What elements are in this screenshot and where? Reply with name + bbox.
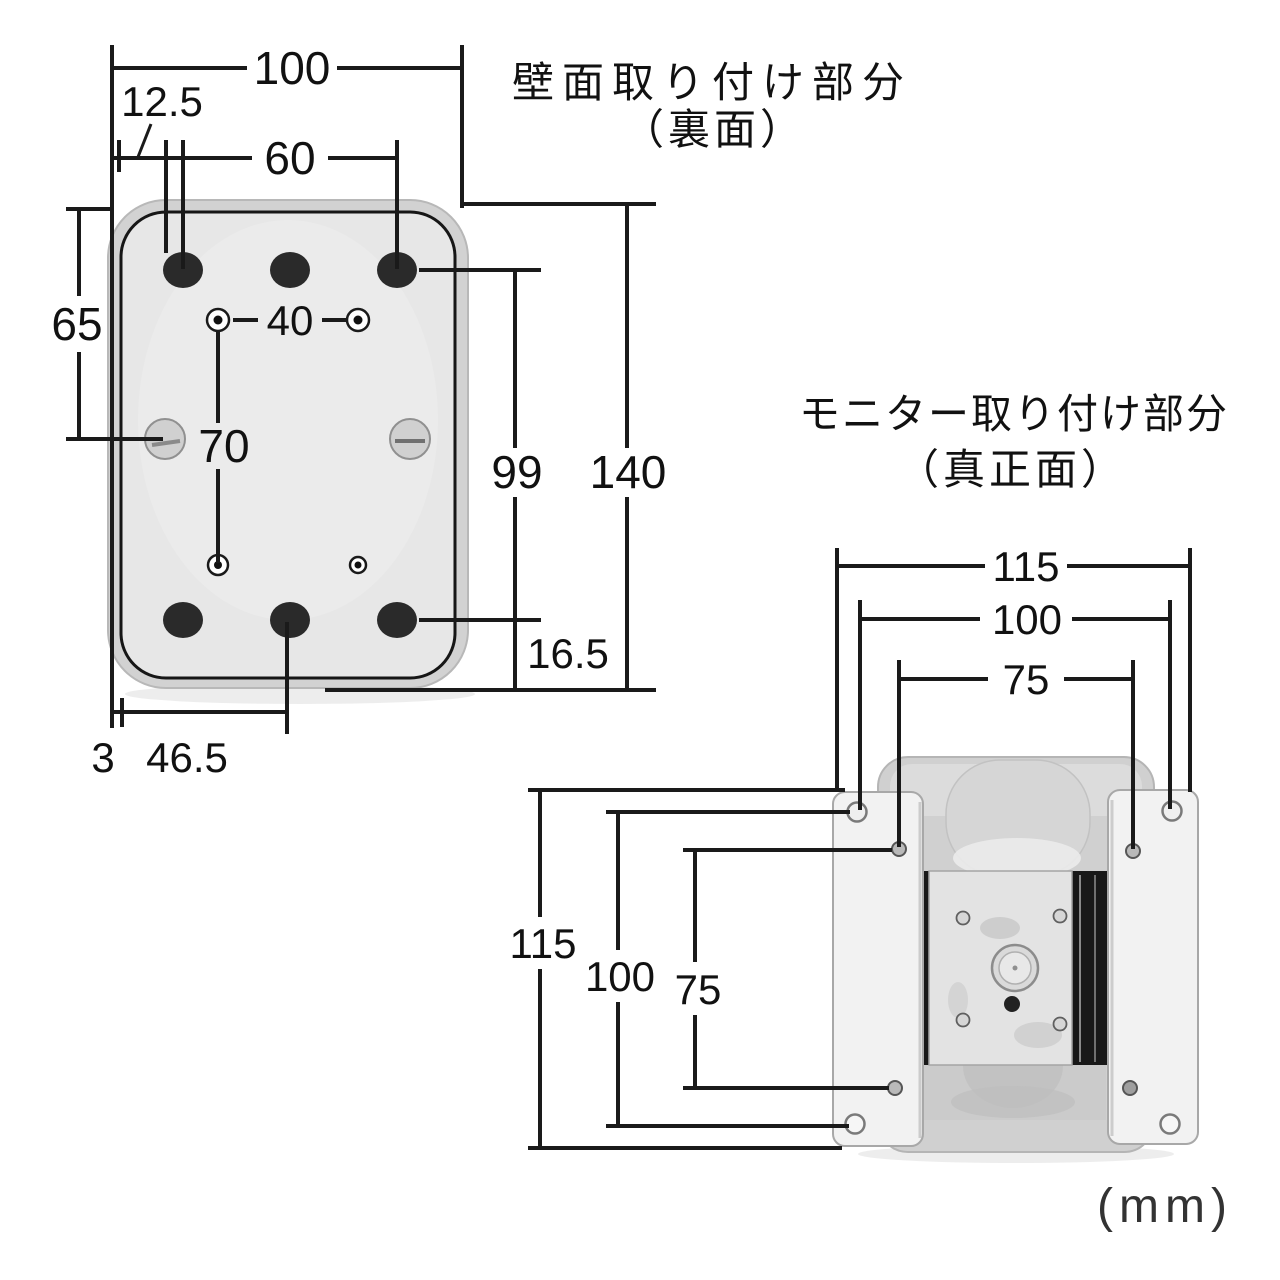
wall-plate-view: 壁面取り付け部分 （裏面） 100 12.5 60 65 40 70 99 14…: [51, 42, 912, 781]
vesa75-hole-bottom-right: [1122, 1080, 1138, 1096]
dim-label-vesa75-height: 75: [675, 966, 722, 1013]
bracket-plate: [832, 791, 924, 1147]
wall-plate-photo: [107, 199, 475, 704]
hole-top-center: [270, 252, 310, 288]
monitor-mount-view: モニター取り付け部分 （真正面） 115 100 75 115 100 75: [510, 391, 1229, 1163]
vesa-bracket-left: [832, 791, 924, 1147]
block-screw: [1052, 908, 1068, 924]
vesa100-hole-top-left: [846, 801, 868, 823]
arm-dome-highlight: [953, 838, 1081, 878]
plate-lower-pilot-holes: [206, 553, 368, 577]
side-screw-left-slot: [151, 439, 181, 447]
dim-label-vesa75-width: 75: [1003, 656, 1050, 703]
wall-view-subtitle: （裏面）: [622, 106, 806, 153]
monitor-view-subtitle: （真正面）: [897, 446, 1127, 493]
block-screw: [955, 1012, 971, 1028]
dim-label-hole-edge-offset: 12.5: [121, 78, 203, 125]
monitor-mount-dimension-lines: [528, 548, 1192, 1150]
wall-view-title: 壁面取り付け部分: [512, 59, 912, 106]
plate-side-screws: [144, 418, 431, 460]
metal-smudge: [948, 982, 968, 1018]
hole-bottom-left: [163, 602, 203, 638]
pivot-center: [1012, 965, 1018, 971]
dim-label-bottom-hole-offset: 16.5: [527, 630, 609, 677]
plate-upper-pilot-holes: [205, 307, 371, 333]
pilot-hole-center: [353, 315, 363, 325]
metal-smudge: [980, 917, 1020, 939]
monitor-view-title: モニター取り付け部分: [799, 391, 1229, 437]
vesa75-hole-bottom-left: [887, 1080, 903, 1096]
spring-strip-right: [1071, 871, 1111, 1065]
dim-label-plate-height: 140: [590, 446, 667, 498]
plate-top-holes: [163, 252, 417, 288]
dim-label-side-hole-offset: 65: [51, 298, 102, 350]
block-screw: [955, 910, 971, 926]
block-screw: [1052, 1016, 1068, 1032]
vesa-bracket-right: [1107, 789, 1199, 1145]
dim-label-vesa100-height: 100: [585, 953, 655, 1000]
leader-12-5: [136, 123, 153, 158]
dim-label-top-hole-spacing: 60: [264, 132, 315, 184]
dim-label-plate-width: 100: [254, 42, 331, 94]
lock-hole: [1004, 996, 1020, 1012]
pilot-hole-center: [354, 561, 362, 569]
dim-label-outer-height: 115: [510, 920, 577, 967]
wall-plate-dimension-lines: [66, 45, 656, 734]
dim-label-vesa100-width: 100: [992, 596, 1062, 643]
vesa100-hole-bottom-right: [1159, 1113, 1181, 1135]
bracket-plate: [1107, 789, 1199, 1145]
dim-label-outer-width: 115: [993, 543, 1060, 590]
pilot-hole-center: [213, 315, 223, 325]
dim-label-small-hole-spacing: 40: [267, 297, 314, 344]
hole-bottom-right: [377, 602, 417, 638]
hole-top-right: [377, 252, 417, 288]
hole-bottom-center: [270, 602, 310, 638]
unit-label: (mm): [1097, 1180, 1233, 1233]
hole-top-left: [163, 252, 203, 288]
strip-body: [1071, 871, 1111, 1065]
dim-label-lip-offset: 3: [91, 734, 114, 781]
dim-label-center-hole-offset: 46.5: [146, 734, 228, 781]
metal-smudge: [1014, 1022, 1062, 1048]
recess-shading: [951, 1086, 1075, 1118]
dim-label-small-hole-vertical: 70: [198, 420, 249, 472]
plate-bottom-holes: [163, 602, 417, 638]
tilt-block: [928, 870, 1073, 1066]
dim-label-hole-row-span: 99: [491, 446, 542, 498]
monitor-mount-photo: [832, 756, 1199, 1163]
